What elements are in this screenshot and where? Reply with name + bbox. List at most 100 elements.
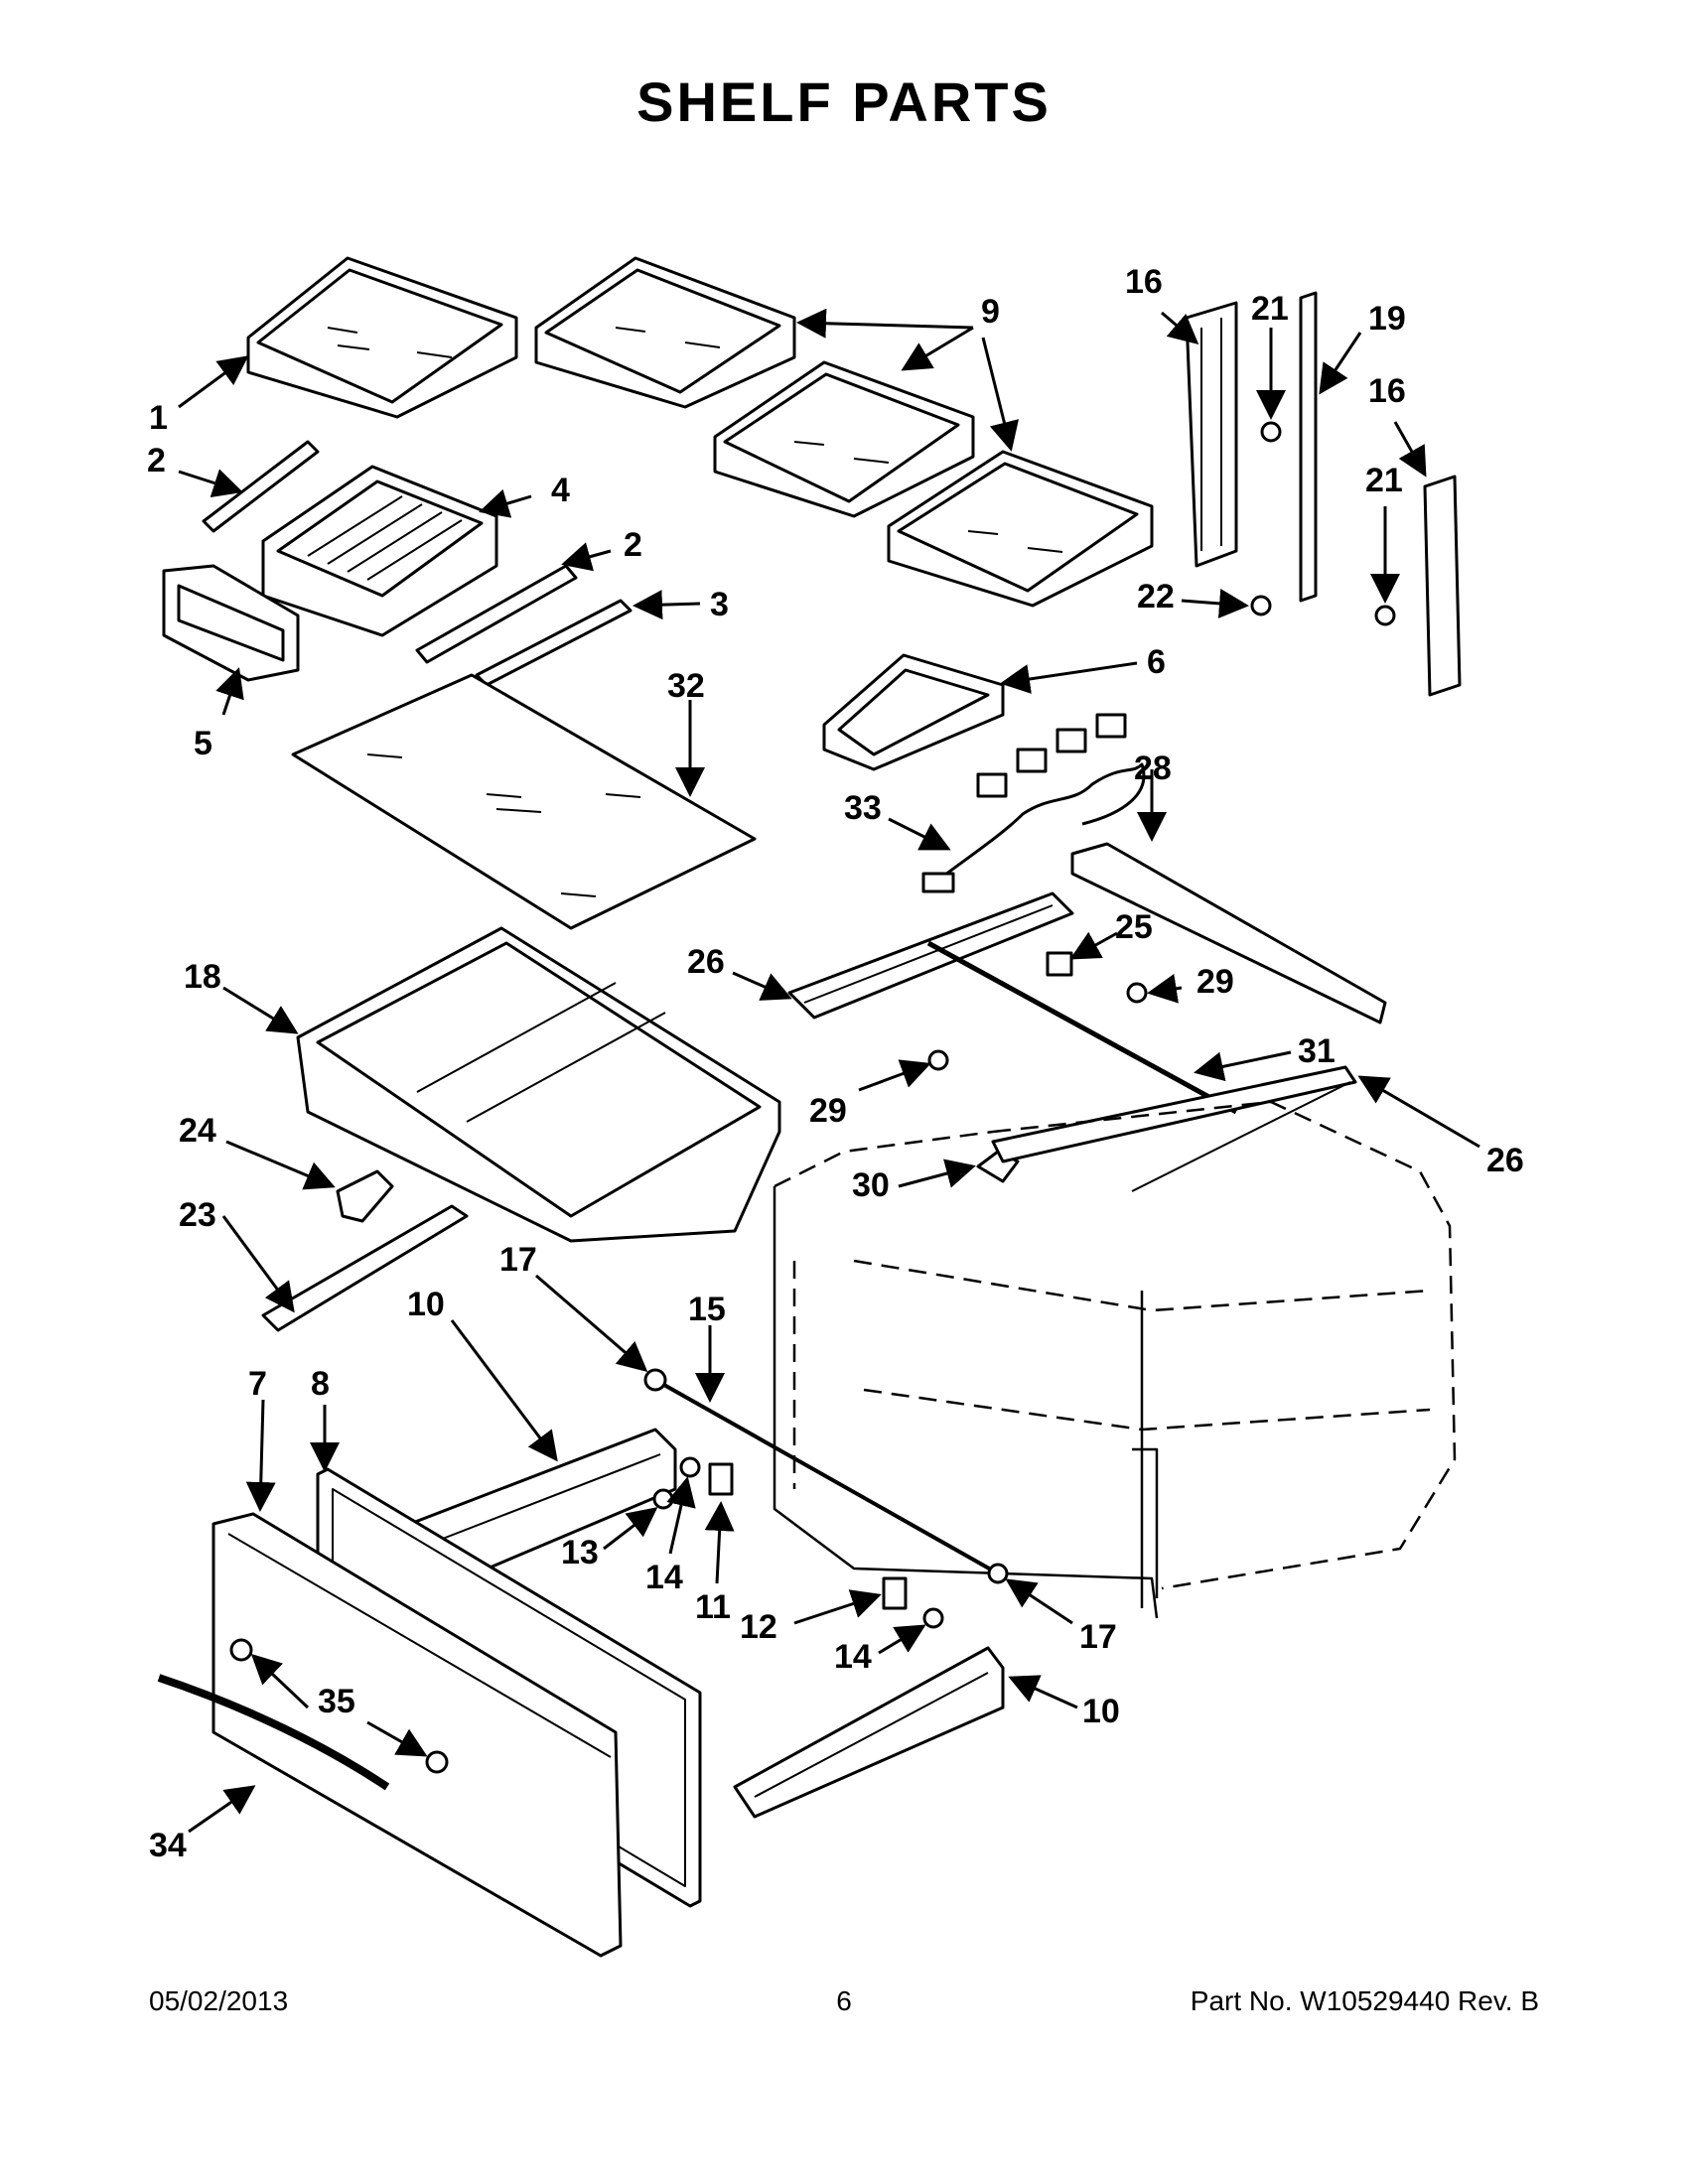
leader-31: [1194, 1050, 1292, 1082]
screw-part-21b: [1374, 605, 1396, 626]
callout-25: 25: [1115, 908, 1153, 946]
callout-29b: 29: [809, 1092, 847, 1130]
leader-1: [178, 355, 249, 409]
handle-part-34: [157, 1674, 390, 1791]
callout-14a: 14: [645, 1559, 683, 1596]
leader-29a: [1147, 974, 1183, 1004]
screw-part-29b: [927, 1049, 949, 1071]
leader-12: [793, 1589, 882, 1625]
callout-30: 30: [852, 1166, 890, 1204]
callout-2a: 2: [147, 442, 166, 479]
leader-9c: [981, 337, 1020, 452]
leader-2a: [178, 469, 243, 497]
screw-part-35b: [425, 1750, 449, 1774]
callout-22: 22: [1137, 578, 1175, 615]
shelf-glass-part-9c: [887, 450, 1154, 608]
bracket-part-16a: [1185, 301, 1238, 568]
callout-18: 18: [184, 958, 221, 996]
leader-6: [1000, 661, 1138, 694]
callout-5: 5: [194, 725, 212, 762]
callout-29a: 29: [1196, 963, 1234, 1001]
leader-29b: [858, 1059, 931, 1092]
callout-2b: 2: [624, 526, 642, 564]
leader-13: [603, 1507, 658, 1551]
leader-10b: [1008, 1675, 1078, 1709]
leader-4: [479, 488, 532, 518]
callout-4: 4: [551, 472, 570, 509]
callout-16b: 16: [1368, 372, 1406, 410]
callout-9: 9: [981, 293, 1000, 331]
bracket-part-12: [882, 1576, 908, 1610]
callout-21b: 21: [1365, 462, 1403, 499]
leader-9a: [796, 308, 974, 339]
strip-part-19: [1299, 291, 1318, 603]
callout-15: 15: [688, 1291, 726, 1328]
leader-10a: [450, 1319, 558, 1462]
callout-26a: 26: [687, 943, 725, 981]
rail-part-28: [1070, 842, 1387, 1024]
leader-25: [1069, 931, 1118, 960]
callout-23: 23: [179, 1196, 216, 1234]
leader-14a: [666, 1476, 696, 1555]
footer-date: 05/02/2013: [149, 1985, 289, 2016]
screw-part-22: [1250, 595, 1272, 616]
callout-33: 33: [844, 789, 882, 827]
callout-17b: 17: [1079, 1618, 1117, 1656]
screw-part-13: [652, 1488, 674, 1510]
bracket-part-16b: [1423, 475, 1462, 697]
leader-35b: [366, 1720, 428, 1757]
slide-part-26a: [787, 891, 1074, 1020]
screw-part-21a: [1260, 421, 1282, 443]
leader-14b: [878, 1624, 926, 1655]
callout-13: 13: [561, 1534, 599, 1571]
callout-17a: 17: [499, 1241, 537, 1279]
shelf-part-6: [822, 653, 1005, 771]
callout-14b: 14: [834, 1638, 872, 1676]
leader-23: [221, 1215, 295, 1313]
leader-2b: [561, 542, 612, 572]
rod-part-31: [926, 940, 1238, 1115]
leader-24: [225, 1140, 336, 1190]
shelf-glass-part-1: [246, 256, 518, 419]
leader-22: [1181, 588, 1249, 618]
callout-11: 11: [695, 1588, 731, 1626]
callout-16a: 16: [1125, 263, 1163, 301]
leader-34: [188, 1785, 256, 1834]
callout-7: 7: [248, 1365, 267, 1403]
leader-19: [1319, 332, 1362, 395]
callout-24: 24: [179, 1112, 216, 1150]
footer-part-number: Part No. W10529440 Rev. B: [1190, 1985, 1539, 2016]
page-title: SHELF PARTS: [636, 70, 1052, 133]
drawer-part-18: [296, 926, 781, 1243]
slide-part-10b: [733, 1646, 1005, 1819]
rail-part-2a: [202, 440, 320, 533]
glass-plate-part-32: [291, 673, 757, 930]
callout-1: 1: [149, 399, 168, 437]
leader-30: [898, 1159, 976, 1188]
leader-3: [633, 590, 701, 620]
bracket-part-24: [336, 1169, 394, 1223]
leader-11: [704, 1501, 735, 1584]
callout-10a: 10: [407, 1286, 445, 1323]
shelf-glass-part-9b: [713, 360, 975, 518]
leader-33: [888, 817, 951, 851]
leader-16b: [1393, 421, 1427, 478]
callout-21a: 21: [1251, 290, 1289, 328]
callout-8: 8: [311, 1365, 330, 1403]
callout-3: 3: [710, 586, 729, 623]
leader-7: [245, 1399, 276, 1512]
callout-34: 34: [149, 1827, 187, 1864]
leader-17a: [535, 1274, 648, 1372]
cabinet-liner: [773, 1100, 1457, 1619]
leader-16a: [1161, 311, 1199, 344]
rail-part-2b: [415, 564, 578, 664]
callout-19: 19: [1368, 300, 1406, 338]
screw-part-29a: [1126, 982, 1148, 1004]
trim-part-23: [261, 1204, 469, 1332]
leader-9b: [901, 326, 974, 371]
callout-28: 28: [1134, 750, 1172, 787]
callout-32: 32: [667, 667, 705, 705]
callout-12: 12: [740, 1608, 777, 1646]
leader-18: [222, 986, 299, 1034]
